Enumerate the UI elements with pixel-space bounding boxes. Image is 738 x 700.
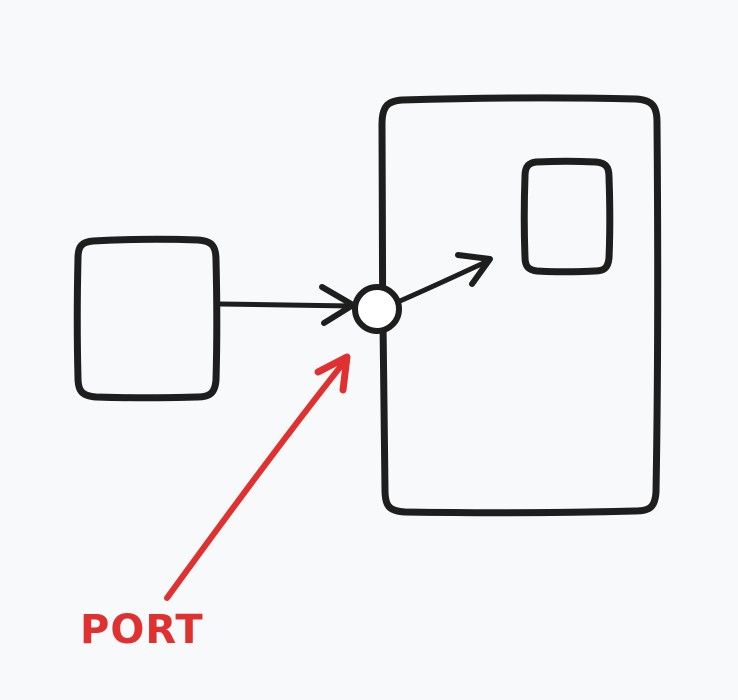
edge-port-to-inner-arrowhead bbox=[455, 252, 493, 287]
inner-node[interactable] bbox=[520, 157, 614, 276]
annotation-arrow-head bbox=[314, 353, 351, 394]
edge-source-to-port bbox=[217, 301, 355, 309]
annotation-arrow bbox=[164, 358, 348, 601]
port-annotation-label: PORT bbox=[80, 607, 204, 653]
container-node[interactable] bbox=[378, 94, 662, 517]
port-circle[interactable] bbox=[352, 284, 402, 334]
source-node[interactable] bbox=[73, 235, 221, 402]
edge-port-to-inner bbox=[397, 258, 491, 304]
